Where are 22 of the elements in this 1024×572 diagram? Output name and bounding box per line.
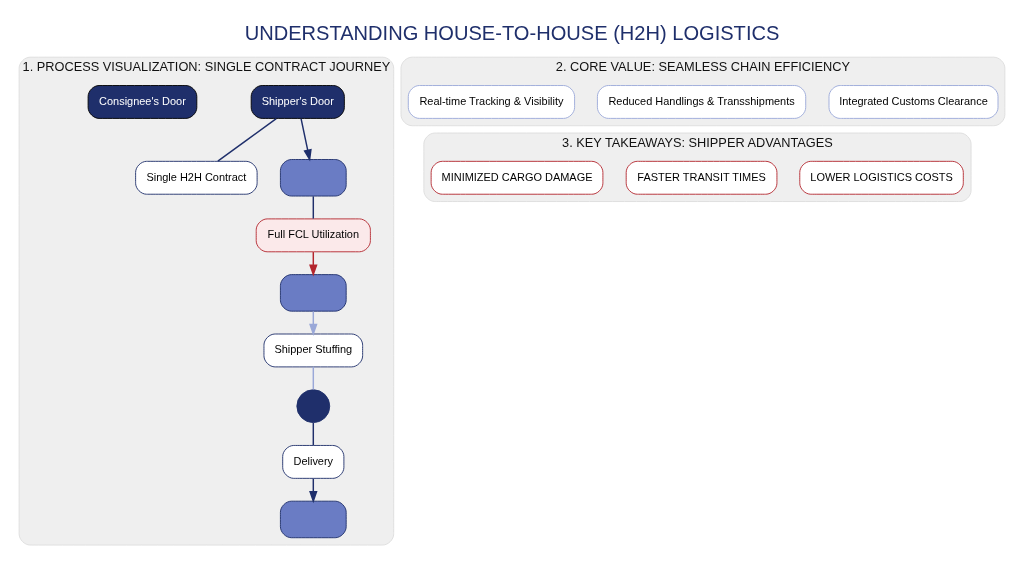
- node-box: [279, 273, 347, 312]
- node-box: Shipper's Door: [250, 84, 345, 119]
- node-box: Integrated Customs Clearance: [828, 84, 999, 119]
- connector: [312, 421, 315, 446]
- node-box: MINIMIZED CARGO DAMAGE: [430, 160, 604, 195]
- node-box: Reduced Handlings & Transshipments: [596, 84, 807, 119]
- node-box: Shipper Stuffing: [263, 333, 364, 367]
- node-box: Delivery: [282, 444, 345, 479]
- connector: [312, 365, 315, 390]
- node-box: Real-time Tracking & Visibility: [407, 84, 576, 119]
- node-circle: [296, 388, 331, 423]
- node-box: LOWER LOGISTICS COSTS: [799, 160, 964, 195]
- connector: [312, 195, 315, 219]
- node-box: Consignee's Door: [87, 84, 198, 119]
- arrow: [300, 117, 312, 162]
- connector: [217, 117, 277, 162]
- node-box: Full FCL Utilization: [255, 217, 371, 252]
- node-box: Single H2H Contract: [135, 160, 258, 195]
- node-box: [279, 500, 347, 538]
- diagram-title: UNDERSTANDING HOUSE-TO-HOUSE (H2H) LOGISTICS: [244, 21, 780, 44]
- node-box: [279, 158, 347, 196]
- node-box: FASTER TRANSIT TIMES: [625, 160, 778, 195]
